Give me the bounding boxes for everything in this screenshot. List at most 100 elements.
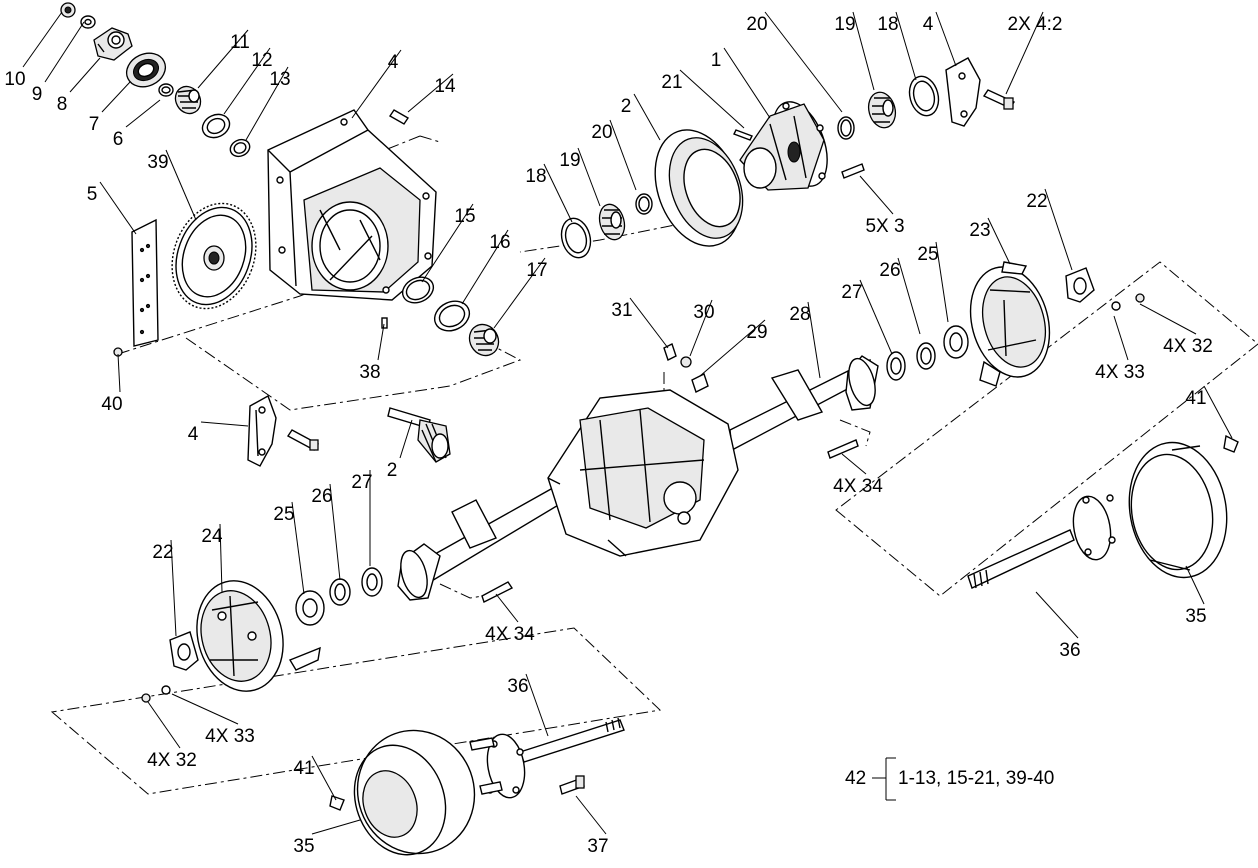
seal-7 bbox=[126, 52, 166, 88]
callout-label: 4 bbox=[923, 14, 934, 35]
pin-21 bbox=[733, 129, 753, 141]
callout-label: 35 bbox=[293, 836, 314, 857]
washer-9 bbox=[80, 15, 96, 29]
leader-line bbox=[461, 229, 509, 305]
bearing-11 bbox=[174, 85, 202, 115]
cup-12 bbox=[201, 113, 231, 139]
callout-label: 4X 32 bbox=[147, 750, 197, 771]
leader-line bbox=[1139, 303, 1197, 335]
callout-label: 38 bbox=[359, 362, 380, 383]
callout-label: 2 bbox=[621, 96, 632, 117]
leader-line bbox=[69, 57, 101, 93]
callout-label: 26 bbox=[879, 260, 900, 281]
leader-line bbox=[101, 81, 131, 113]
callout-label: 10 bbox=[4, 69, 25, 90]
bearing-19-right bbox=[867, 91, 897, 129]
callout-label: 4X 34 bbox=[833, 476, 883, 497]
callout-label: 11 bbox=[230, 32, 250, 53]
leader-line bbox=[421, 203, 474, 283]
callout-label: 26 bbox=[311, 486, 332, 507]
callout-label: 18 bbox=[525, 166, 546, 187]
right-brake-drum-35 bbox=[1128, 441, 1228, 579]
pin-38 bbox=[381, 317, 388, 329]
leader-line bbox=[764, 11, 843, 113]
leader-line bbox=[1035, 591, 1079, 639]
diff-case-1 bbox=[739, 101, 828, 191]
kit-number: 42 bbox=[845, 768, 866, 789]
leader-line bbox=[935, 11, 957, 67]
bearing-19-left bbox=[598, 203, 626, 241]
leader-line bbox=[895, 11, 917, 81]
cup-16 bbox=[433, 300, 471, 332]
callout-label: 23 bbox=[969, 220, 990, 241]
leader-line bbox=[407, 73, 454, 113]
leader-line bbox=[1044, 188, 1073, 271]
bearing-cap-4-right bbox=[945, 57, 981, 127]
gear-39 bbox=[171, 202, 257, 310]
callout-label: 25 bbox=[273, 504, 294, 525]
leader-line bbox=[495, 593, 519, 623]
leader-line bbox=[399, 419, 413, 459]
leader-line bbox=[699, 319, 766, 377]
shim-20-right bbox=[837, 116, 855, 140]
callout-label: 41 bbox=[293, 758, 314, 779]
leader-line bbox=[377, 323, 385, 361]
callout-label: 20 bbox=[746, 14, 767, 35]
kit-bracket bbox=[872, 757, 896, 801]
callout-label: 4 bbox=[188, 424, 199, 445]
callout-label: 19 bbox=[834, 14, 855, 35]
leader-line bbox=[291, 501, 305, 595]
leader-line bbox=[1113, 315, 1129, 361]
callout-label: 35 bbox=[1185, 606, 1206, 627]
leader-line bbox=[987, 217, 1011, 265]
clip-41-right bbox=[1223, 434, 1239, 453]
leader-line bbox=[219, 523, 223, 593]
callout-label: 5X 3 bbox=[865, 216, 904, 237]
callout-label: 22 bbox=[152, 542, 173, 563]
kit-note: 42 1-13, 15-21, 39-40 bbox=[845, 768, 1054, 789]
callout-label: 4X 32 bbox=[1163, 336, 1213, 357]
yoke-8 bbox=[93, 27, 133, 61]
callout-label: 24 bbox=[201, 526, 223, 547]
leader-line bbox=[575, 795, 607, 835]
callout-label: 27 bbox=[841, 282, 862, 303]
callout-label: 28 bbox=[789, 304, 810, 325]
callout-label: 27 bbox=[351, 472, 372, 493]
leader-line bbox=[1005, 11, 1044, 95]
leader-line bbox=[197, 29, 249, 89]
stud-37 bbox=[559, 775, 585, 795]
leader-line bbox=[609, 119, 637, 191]
right-hub-parts bbox=[886, 261, 1145, 387]
callout-label: 4 bbox=[388, 52, 399, 73]
callout-label: 4X 33 bbox=[205, 726, 255, 747]
callout-label: 4X 34 bbox=[485, 624, 535, 645]
leader-line bbox=[165, 149, 197, 221]
leader-line bbox=[1203, 385, 1233, 439]
leader-line bbox=[689, 299, 713, 357]
fittings-29-30-31 bbox=[663, 343, 709, 393]
kit-contents: 1-13, 15-21, 39-40 bbox=[898, 768, 1054, 789]
callout-label: 18 bbox=[877, 14, 898, 35]
cup-18-right bbox=[908, 75, 940, 117]
leader-line bbox=[852, 11, 875, 91]
bearing-17 bbox=[468, 323, 500, 357]
callout-label: 37 bbox=[587, 836, 608, 857]
cup-18-left bbox=[560, 217, 592, 259]
leader-line bbox=[22, 11, 63, 68]
nut-10 bbox=[60, 2, 76, 18]
leader-line bbox=[329, 483, 341, 581]
callout-label: 1 bbox=[711, 50, 722, 71]
leader-line bbox=[351, 49, 402, 119]
pinion-gear-2 bbox=[387, 407, 451, 463]
leader-line bbox=[577, 147, 601, 207]
ring-6 bbox=[158, 83, 174, 97]
leader-line bbox=[493, 257, 546, 329]
callout-label: 9 bbox=[32, 84, 43, 105]
callout-label: 25 bbox=[917, 244, 938, 265]
leader-line bbox=[859, 175, 894, 215]
leader-line bbox=[679, 69, 745, 129]
leader-line bbox=[543, 163, 573, 223]
left-hub-parts bbox=[141, 567, 383, 703]
